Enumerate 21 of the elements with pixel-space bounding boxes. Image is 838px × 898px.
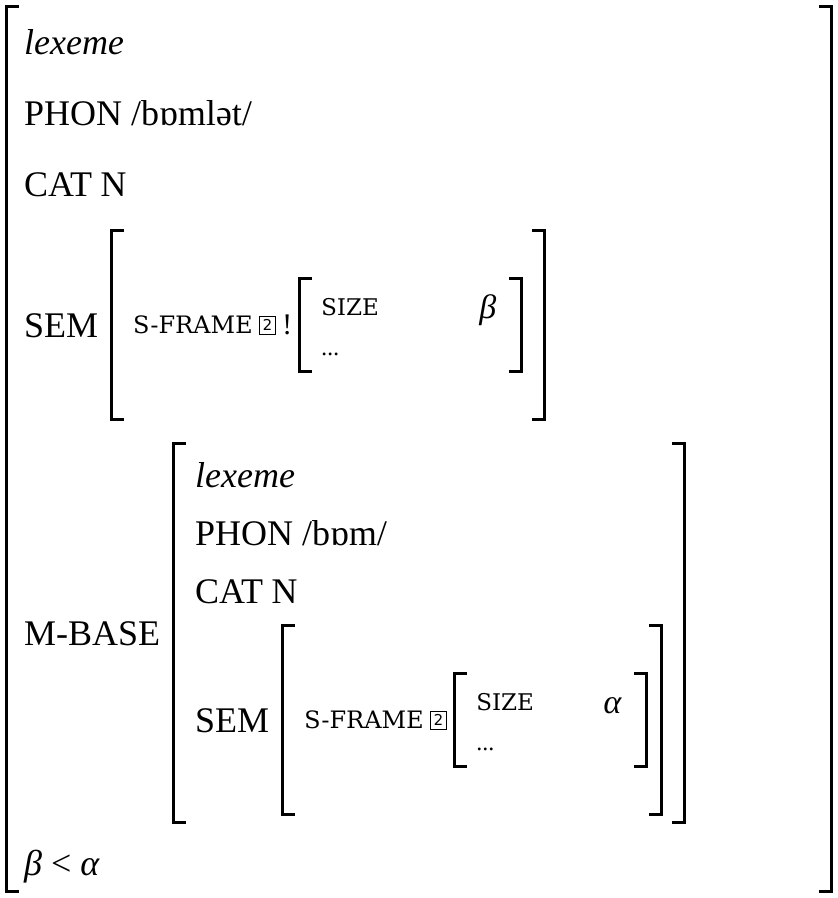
tag-box: 2 [258, 316, 276, 335]
ellipsis-text: ... [321, 336, 340, 360]
feature-label: PHON /bɒm/ [195, 515, 387, 552]
feature-label: SIZE [476, 692, 534, 715]
ellipsis-text: ... [476, 731, 494, 756]
value-symbol: α [603, 686, 622, 720]
feature-label: CAT N [195, 573, 298, 610]
feature-label: M-BASE [24, 615, 160, 652]
feature-label: SIZE [321, 296, 379, 320]
feature-label: CAT N [24, 166, 126, 202]
type-label: lexeme [195, 457, 295, 494]
operator-text: ! [282, 310, 292, 340]
feature-label: PHON /bɒmlət/ [24, 94, 252, 131]
constraint-text: β < α [24, 844, 100, 881]
feature-label: SEM [195, 702, 270, 738]
feature-label: S-FRAME [304, 708, 424, 732]
feature-label: SEM [24, 307, 98, 344]
tag-box: 2 [430, 710, 448, 730]
type-label: lexeme [24, 24, 124, 60]
value-symbol: β [479, 291, 496, 326]
feature-label: S-FRAME [133, 313, 253, 338]
